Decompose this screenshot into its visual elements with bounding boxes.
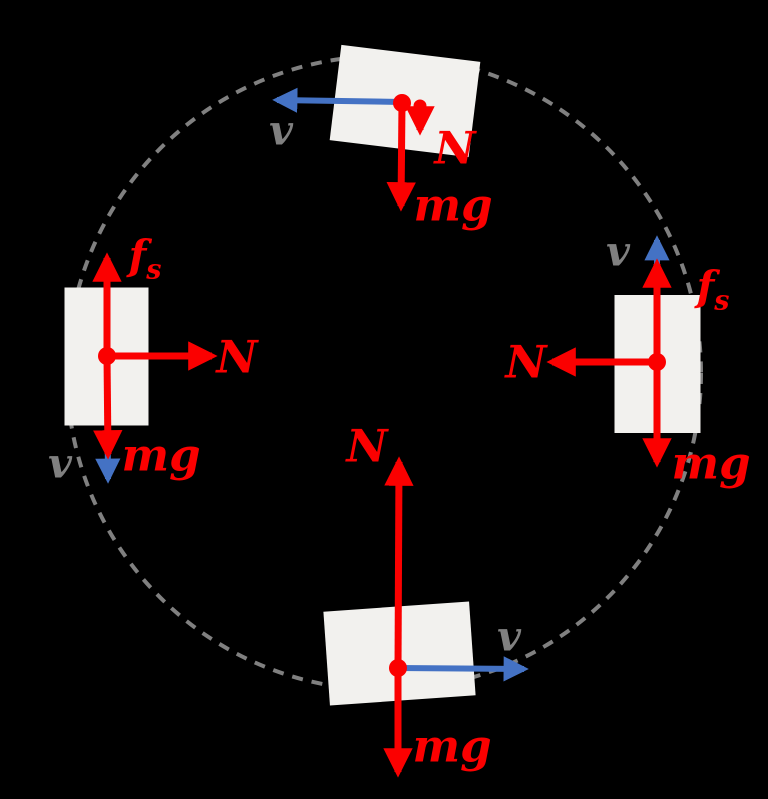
weight-arrow-top	[386, 102, 416, 212]
normal-label-left: N	[216, 330, 258, 384]
attachment-dot-right	[648, 353, 666, 371]
friction-symbol: f	[128, 231, 147, 280]
weight-label-left: mg	[121, 428, 201, 482]
weight-arrow-left	[93, 355, 123, 460]
motorcycle-left	[64, 287, 149, 426]
friction-subscript: s	[146, 254, 162, 286]
normal-label-right: N	[505, 335, 547, 389]
normal-tail-dot-top	[413, 99, 427, 113]
velocity-arrows	[95, 87, 670, 682]
velocity-arrow-top	[272, 87, 403, 113]
weight-label-top: mg	[413, 178, 493, 232]
velocity-label-top: v	[269, 106, 293, 155]
friction-subscript: s	[714, 285, 730, 317]
velocity-label-right: v	[606, 227, 630, 276]
motorcycle-bottom	[323, 601, 768, 799]
normal-arrow-bottom	[384, 456, 414, 669]
attachment-dots	[98, 94, 666, 677]
attachment-dot-top	[393, 94, 411, 112]
attachment-dot-left	[98, 347, 116, 365]
friction-label-right: fs	[697, 266, 730, 315]
attachment-dot-bottom	[389, 659, 407, 677]
normal-label-top: N	[434, 121, 476, 175]
friction-label-left: fs	[129, 235, 162, 284]
motorcycle-right	[614, 295, 701, 433]
circular-track-path	[65, 54, 703, 692]
velocity-label-bottom: v	[497, 612, 521, 661]
normal-label-bottom: N	[346, 419, 388, 473]
friction-symbol: f	[696, 262, 715, 311]
weight-label-right: mg	[671, 436, 751, 490]
weight-label-bottom: mg	[412, 719, 492, 773]
velocity-label-left: v	[48, 439, 72, 488]
velocity-arrow-bottom	[397, 656, 529, 682]
